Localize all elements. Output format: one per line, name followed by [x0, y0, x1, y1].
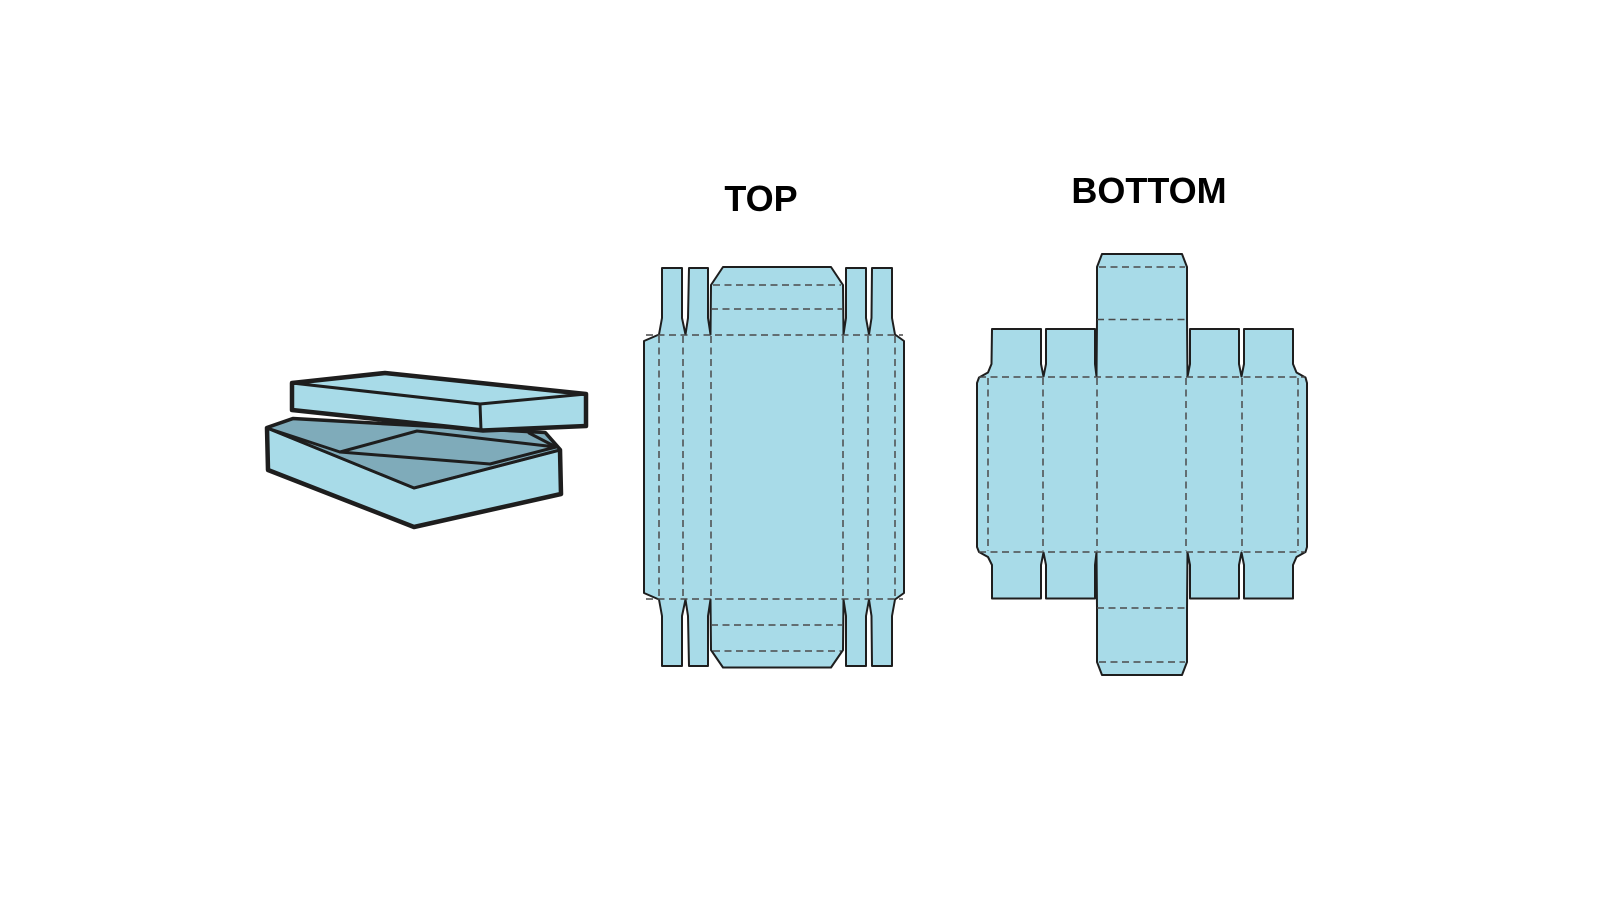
assembled-box-illustration: [264, 370, 589, 530]
lid-corner-edge: [478, 402, 483, 432]
tray-inner-bottom-panel: [338, 429, 558, 466]
top-dieline-fold-lines: [646, 284, 903, 652]
tray-left-corner-edge: [265, 426, 342, 454]
tray-right-corner-edge: [527, 431, 558, 449]
lid-outline: [289, 370, 589, 433]
top-dieline-label: TOP: [724, 178, 797, 219]
top-dieline-panel: TOP: [643, 178, 905, 669]
bottom-dieline-outline: [976, 253, 1308, 676]
top-dieline-outline: [643, 266, 905, 669]
box-lid: [289, 370, 589, 433]
bottom-dieline-label: BOTTOM: [1071, 170, 1226, 211]
box-tray: [264, 416, 564, 530]
bottom-dieline-panel: BOTTOM: [976, 170, 1308, 676]
tray-wall-top-edges: [265, 426, 562, 490]
bottom-dieline-fold-lines: [979, 266, 1305, 663]
